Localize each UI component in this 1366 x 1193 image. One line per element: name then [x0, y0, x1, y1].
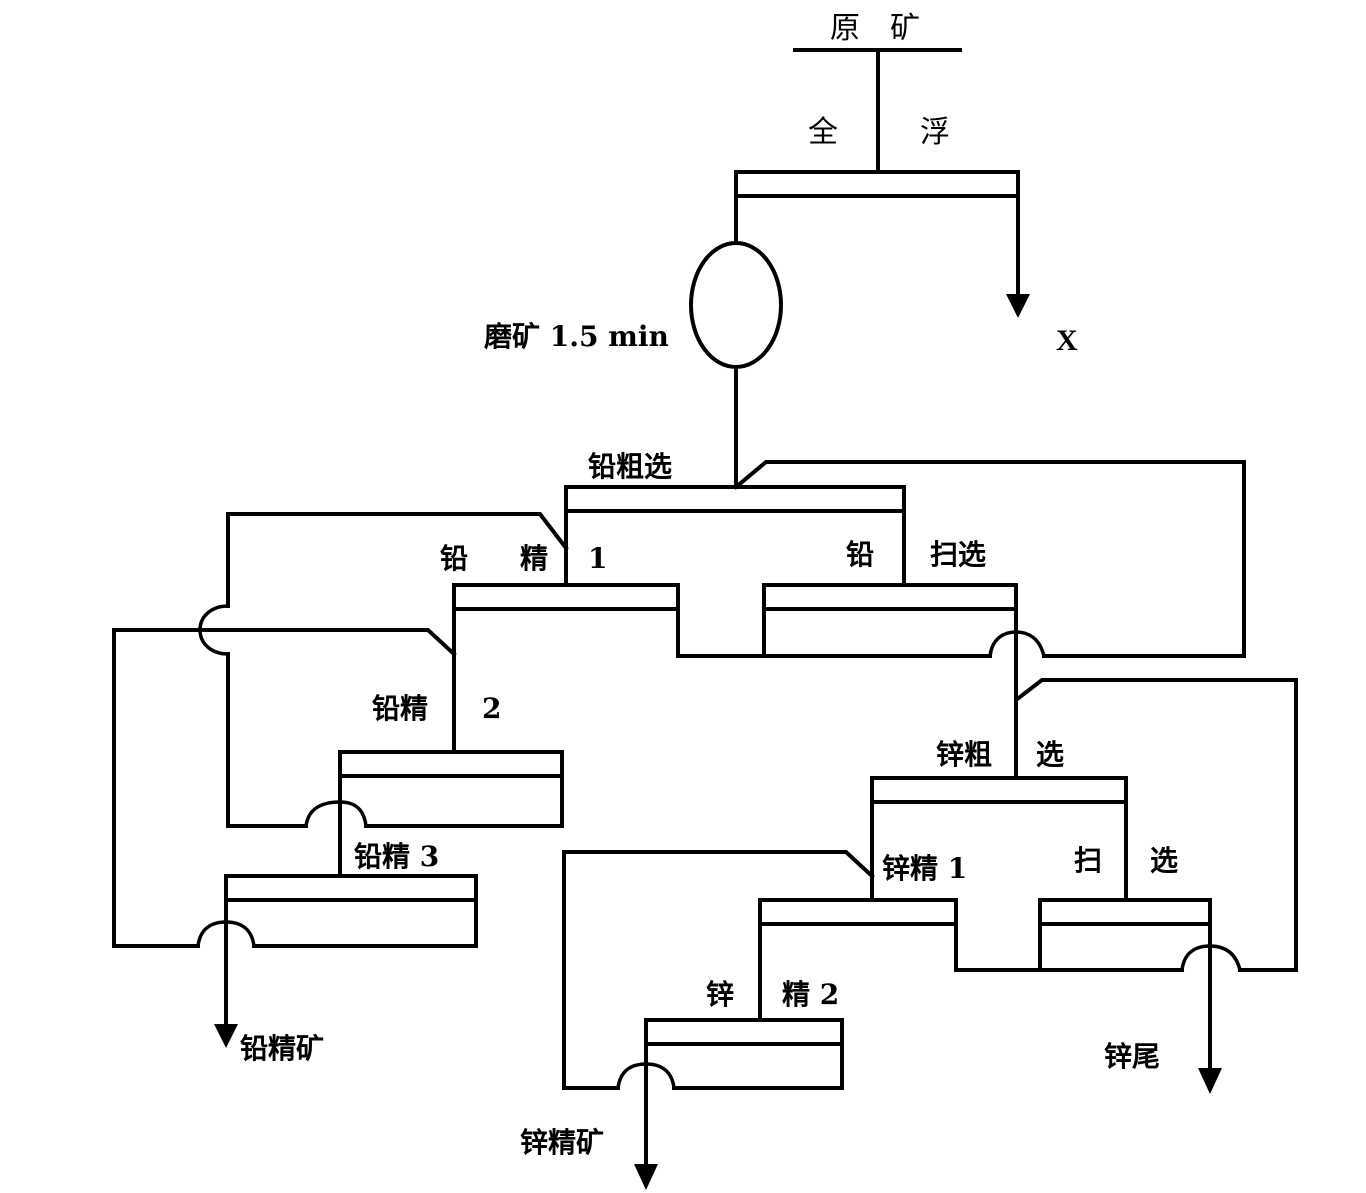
lead-cleaner1-label-b: 精 [520, 542, 548, 575]
lead-cleaner2-label-a: 铅精 [372, 692, 428, 725]
bulk-flotation-label-left: 全 [808, 115, 838, 150]
zinc-scavenger-cell [1038, 898, 1212, 1074]
zinc-cleaner1-label: 锌精 1 [882, 852, 967, 885]
zinc-cleaner2-tail-return [562, 850, 875, 1090]
zinc-cleaner2-label-b: 精 2 [782, 978, 839, 1011]
lead-rougher-label: 铅粗选 [588, 450, 672, 483]
lead-scav-label-b: 扫选 [930, 538, 986, 571]
raw-ore-label: 原 矿 [830, 11, 920, 46]
zinc-scav-label-b: 选 [1150, 844, 1178, 877]
lead-scavenger-cell [762, 583, 1018, 780]
grinding-label: 磨矿 1.5 min [484, 320, 669, 353]
lead-concentrate-arrow-icon [214, 1024, 238, 1048]
lead-cleaner1-label-a: 铅 [440, 542, 468, 575]
lead-scav-label-a: 铅 [846, 538, 874, 571]
zinc-concentrate-arrow-icon [634, 1164, 658, 1190]
lead-cleaner-2-cell [338, 750, 564, 878]
zinc-concentrate-label: 锌精矿 [520, 1126, 604, 1159]
lead-left-return-down [226, 652, 308, 828]
zinc-rougher-label-a: 锌粗 [936, 738, 992, 771]
lead-cleaner3-label: 铅精 3 [354, 840, 439, 873]
bulk-flotation-cell [734, 170, 1020, 300]
lead-cleaner1-label-c: 1 [588, 542, 607, 575]
bulk-flotation-label-right: 浮 [920, 115, 950, 150]
zinc-cleaner2-hop-icon [616, 1062, 676, 1089]
grinding-mill-icon [689, 241, 783, 369]
zinc-rougher-label-b: 选 [1036, 738, 1064, 771]
lead-crossover-hop-icon [988, 630, 1046, 657]
lead-cleaner-3-cell [224, 874, 478, 1030]
lead-scav-conc-return [733, 460, 1246, 658]
zinc-rougher-cell [870, 776, 1128, 902]
zinc-scav-hop-icon [1180, 944, 1242, 971]
lead-cleaner3-tail-return [112, 628, 457, 948]
lead-cleaner2-hop-icon [304, 800, 368, 827]
lead-cleaner2-label-b: 2 [482, 692, 501, 725]
x-product-label: X [1056, 324, 1078, 357]
lead-cleaner3-hop-icon [196, 920, 256, 947]
lead-rougher-cell [564, 485, 906, 587]
zinc-tailings-label: 锌尾 [1104, 1040, 1160, 1073]
zinc-cleaner-1-cell [758, 898, 1042, 1022]
lead-concentrate-label: 铅精矿 [240, 1032, 324, 1065]
x-product-arrow-icon [1006, 294, 1030, 318]
zinc-tailings-arrow-icon [1198, 1068, 1222, 1094]
lead-cleaner-1-cell [452, 583, 766, 754]
zinc-cleaner2-label-a: 锌 [706, 978, 734, 1011]
zinc-scav-label-a: 扫 [1074, 844, 1102, 877]
lead-cleaner2-tail-return [226, 512, 569, 608]
zinc-cleaner-2-cell [644, 1018, 844, 1168]
